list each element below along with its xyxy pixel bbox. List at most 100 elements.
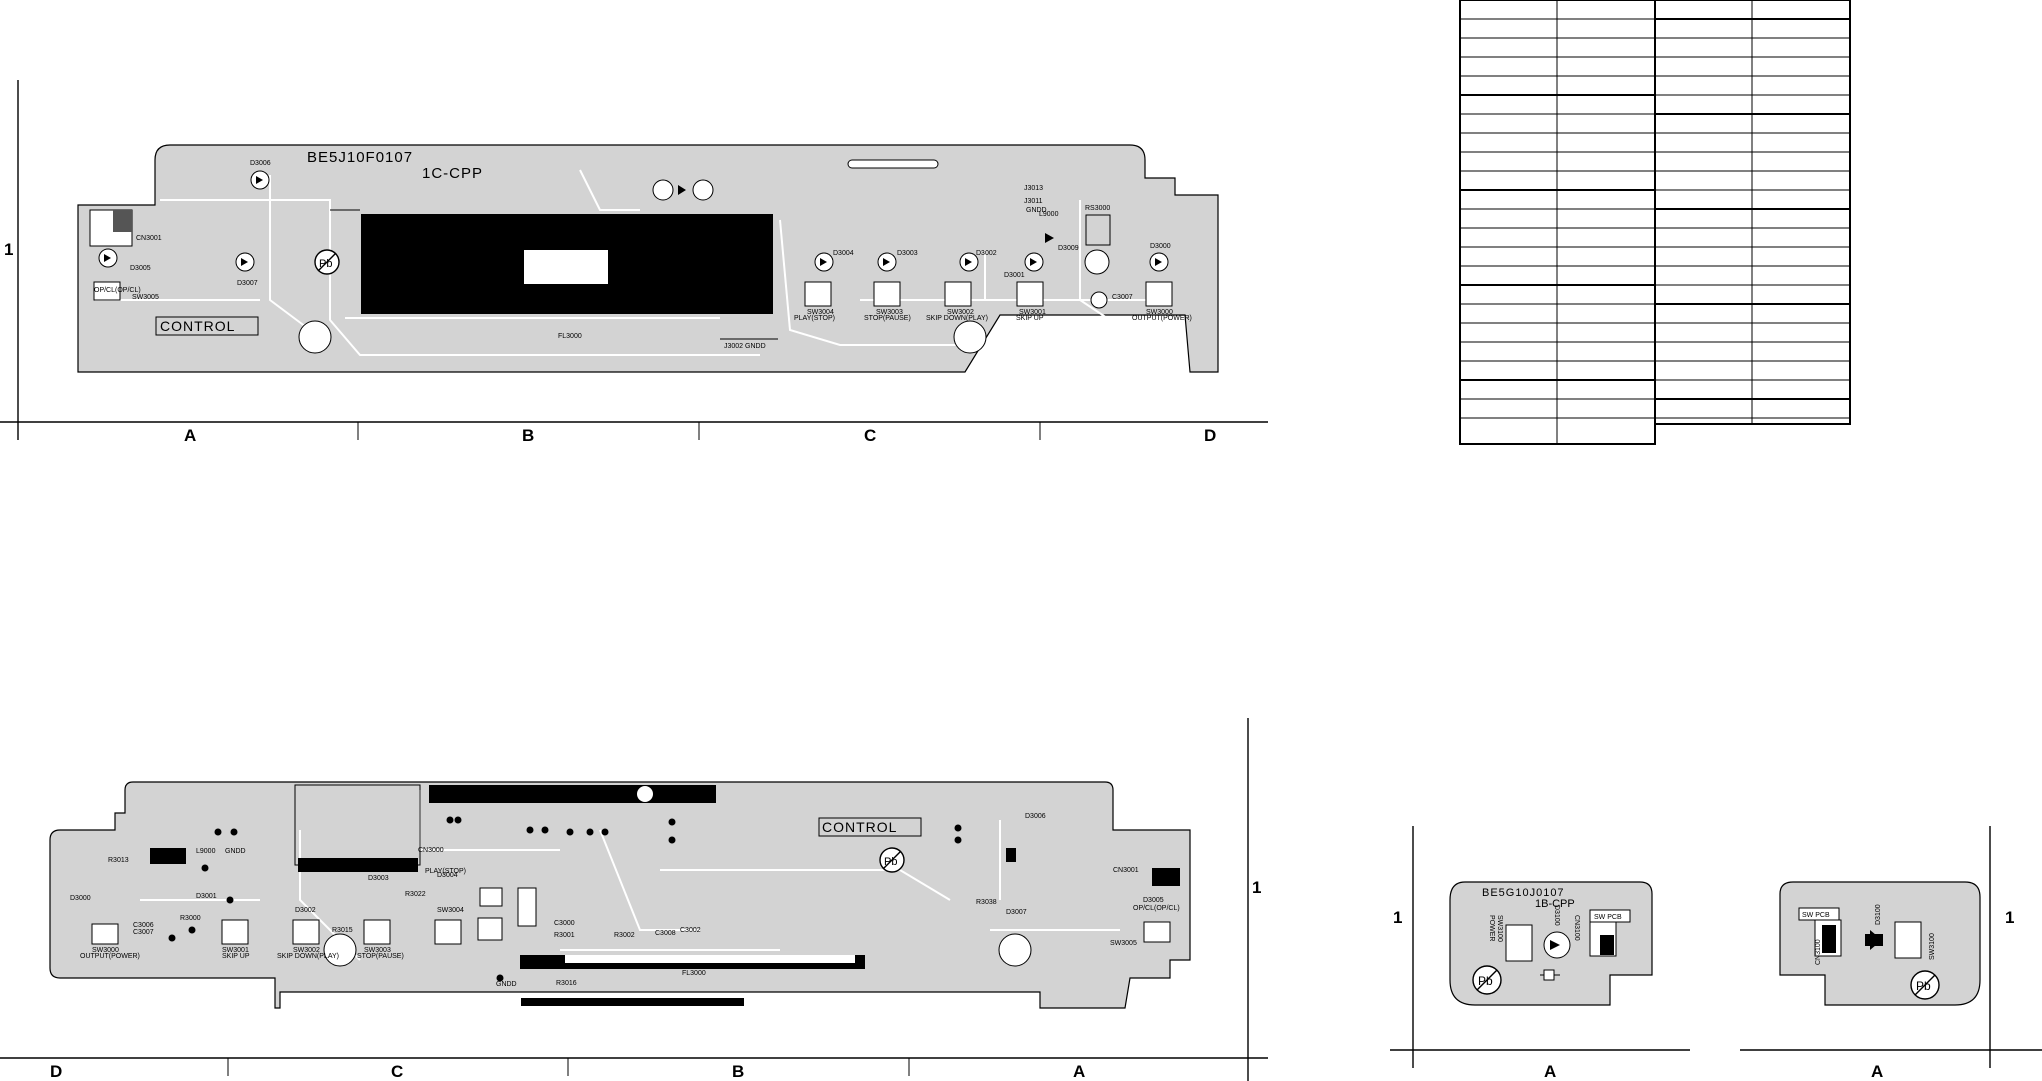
col-label-bottom-d: D — [50, 1062, 62, 1081]
sw3000-top-ref: SW3000 — [1146, 309, 1173, 316]
sw-back-tag: SW PCB — [1802, 912, 1830, 919]
d3009-top: D3009 — [1058, 245, 1079, 252]
j3002-label: J3002 GNDD — [724, 343, 766, 350]
d3007-bot: D3007 — [1006, 909, 1027, 916]
gndd-bot-1: GNDD — [225, 848, 246, 855]
sw3004-bot-fn: PLAY(STOP) — [425, 868, 466, 875]
d3001-top: D3001 — [1004, 272, 1025, 279]
sw-back-connector: CN3100 — [1815, 939, 1822, 965]
svg-text:Pb: Pb — [319, 258, 332, 270]
d3000-top: D3000 — [1150, 243, 1171, 250]
sw3005-bot-ref: SW3005 — [1110, 940, 1137, 947]
sw3003-bot-ref: SW3003 — [364, 947, 391, 954]
sw3000-bot-ref: SW3000 — [92, 947, 119, 954]
cn3001-bot: CN3001 — [1113, 867, 1139, 874]
sw3001-top-fn: SKIP UP — [1016, 315, 1044, 322]
sw-front-switch: SW3100 — [1496, 915, 1503, 942]
sw3003-top-fn: STOP(PAUSE) — [864, 315, 911, 322]
row-label-bottom: 1 — [1252, 878, 1261, 897]
d3003-top: D3003 — [897, 250, 918, 257]
d3002-bot: D3002 — [295, 907, 316, 914]
sw3002-top-ref: SW3002 — [947, 309, 974, 316]
d3005-bot: D3005 — [1143, 897, 1164, 904]
r3015-bot: R3015 — [332, 927, 353, 934]
fl3000-bot: FL3000 — [682, 970, 706, 977]
sw3001-top-ref: SW3001 — [1019, 309, 1046, 316]
fl-display-window — [524, 250, 608, 284]
top-board-figure: 1 A B C D FL3000 J3002 GNDD BE5J10F0 — [0, 80, 1268, 445]
sw3005-top-ref: SW3005 — [132, 294, 159, 301]
sw-back-switch: SW3100 — [1929, 933, 1936, 960]
pb-symbol-icon: Pb — [1910, 970, 1940, 1000]
sw-front-tag: SW PCB — [1594, 914, 1622, 921]
gndd-bot-2: GNDD — [496, 981, 517, 988]
r3022-bot: R3022 — [405, 891, 426, 898]
c3008-bot: C3008 — [655, 930, 676, 937]
col-label-top-b: B — [522, 426, 534, 445]
sw3003-top-ref: SW3003 — [876, 309, 903, 316]
c3007-top: C3007 — [1112, 294, 1133, 301]
top-control-label: CONTROL — [160, 318, 235, 334]
r3016-bot: R3016 — [556, 980, 577, 987]
d3007-top: D3007 — [237, 280, 258, 287]
d3001-bot: D3001 — [196, 893, 217, 900]
fl3000-label-top: FL3000 — [558, 333, 582, 340]
sw-front-code: BE5G10J0107 — [1482, 887, 1565, 899]
bottom-board-outline — [49, 781, 1191, 1009]
bottom-board-figure: 1 D C B A — [0, 718, 1268, 1081]
d3000-bot: D3000 — [70, 895, 91, 902]
col-label-bottom-b: B — [732, 1062, 744, 1081]
sw3000-top-fn: OUTPUT(POWER) — [1132, 315, 1192, 322]
l9000-top: L9000 — [1039, 211, 1059, 218]
pb-symbol-icon: Pb — [1472, 965, 1502, 995]
row-label-swf: 1 — [1393, 908, 1402, 927]
r3001-bot: R3001 — [554, 932, 575, 939]
c3000-bot: C3000 — [554, 920, 575, 927]
sw3005-top-fn: OP/CL(OP/CL) — [94, 287, 141, 294]
c3006-bot: C3006 — [133, 922, 154, 929]
sw3002-bot-ref: SW3002 — [293, 947, 320, 954]
d3004-top: D3004 — [833, 250, 854, 257]
sw3002-bot-fn: SKIP DOWN(PLAY) — [277, 953, 339, 960]
top-board-code: BE5J10F0107 — [307, 149, 413, 166]
col-label-swb: A — [1871, 1062, 1883, 1081]
sw3004-bot-ref: SW3004 — [437, 907, 464, 914]
sw3004-top-fn: PLAY(STOP) — [794, 315, 835, 322]
col-label-top-a: A — [184, 426, 196, 445]
pb-symbol-icon: Pb — [879, 847, 905, 873]
r3002-bot: R3002 — [614, 932, 635, 939]
sw3004-top-ref: SW3004 — [807, 309, 834, 316]
sw3001-bot-ref: SW3001 — [222, 947, 249, 954]
bottom-control-label: CONTROL — [822, 819, 897, 835]
sw3002-top-fn: SKIP DOWN(PLAY) — [926, 315, 988, 322]
row-label-swb: 1 — [2005, 908, 2014, 927]
d3004-bot: D3004 — [437, 872, 458, 879]
sw-board-back-figure: 1 A SW PCB CN3100 D3100 SW3100 Pb — [1740, 826, 2042, 1081]
l9000-bot: L9000 — [196, 848, 216, 855]
j3013-top: J3013 — [1024, 185, 1043, 192]
d3005-top: D3005 — [130, 265, 151, 272]
sw-board-front-figure: 1 A BE5G10J0107 1B-CPP SW PCB SW3100 POW… — [1390, 826, 1690, 1081]
svg-text:Pb: Pb — [1916, 979, 1931, 993]
d3006-bot: D3006 — [1025, 813, 1046, 820]
top-board-sub: 1C-CPP — [422, 165, 483, 182]
sw3005-bot-fn: OP/CL(OP/CL) — [1133, 905, 1180, 912]
col-label-swf: A — [1544, 1062, 1556, 1081]
d3002-top: D3002 — [976, 250, 997, 257]
c3002-bot: C3002 — [680, 927, 701, 934]
cn3001-label: CN3001 — [136, 235, 162, 242]
svg-text:Pb: Pb — [884, 856, 897, 868]
r3013-bot: R3013 — [108, 857, 129, 864]
sw3000-bot-fn: OUTPUT(POWER) — [80, 953, 140, 960]
col-label-top-d: D — [1204, 426, 1216, 445]
j3011-top: J3011 — [1024, 198, 1043, 205]
cn3000-bot: CN3000 — [418, 847, 444, 854]
sw-front-sub: 1B-CPP — [1535, 898, 1575, 910]
col-label-top-c: C — [864, 426, 876, 445]
sw-back-diode: D3100 — [1875, 904, 1882, 925]
c3007-bot: C3007 — [133, 929, 154, 936]
pb-symbol-icon: Pb — [314, 249, 340, 275]
r3000-bot: R3000 — [180, 915, 201, 922]
svg-text:Pb: Pb — [1478, 974, 1493, 988]
